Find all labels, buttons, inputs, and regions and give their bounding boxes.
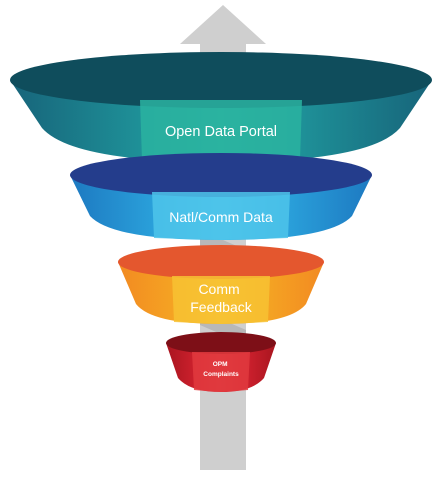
tier-front-band <box>140 100 302 162</box>
tier-ring-opening <box>166 332 276 354</box>
svg-text:Open Data Portal: Open Data Portal <box>165 124 277 140</box>
tier-label: Open Data Portal <box>165 124 277 140</box>
tier-front-band <box>172 276 270 324</box>
tier-ring-opening <box>70 153 372 197</box>
tier-label-line-2: Feedback <box>190 299 252 315</box>
svg-text:Comm Feedback: Comm Feedback <box>190 281 252 315</box>
tier-label-line-1: Comm <box>198 281 239 297</box>
funnel-tier-opm-complaints: OPM Complaints <box>166 332 276 392</box>
svg-text:OPM Complaints: OPM Complaints <box>203 361 239 378</box>
tier-label-line-2: Complaints <box>203 371 239 378</box>
tier-front-band <box>152 192 290 240</box>
svg-text:Natl/Comm Data: Natl/Comm Data <box>169 209 273 225</box>
arrow-head <box>180 5 266 44</box>
funnel-tier-open-data-portal: Open Data Portal <box>10 52 432 162</box>
funnel-tier-natl-comm-data: Natl/Comm Data <box>70 153 372 240</box>
tier-label: Natl/Comm Data <box>169 209 273 225</box>
tier-ring-opening <box>10 52 432 108</box>
funnel-tier-comm-feedback: Comm Feedback <box>118 245 324 324</box>
tier-label-line-1: OPM <box>213 361 228 368</box>
tier-ring-opening <box>118 245 324 279</box>
tier-front-band <box>192 352 250 392</box>
